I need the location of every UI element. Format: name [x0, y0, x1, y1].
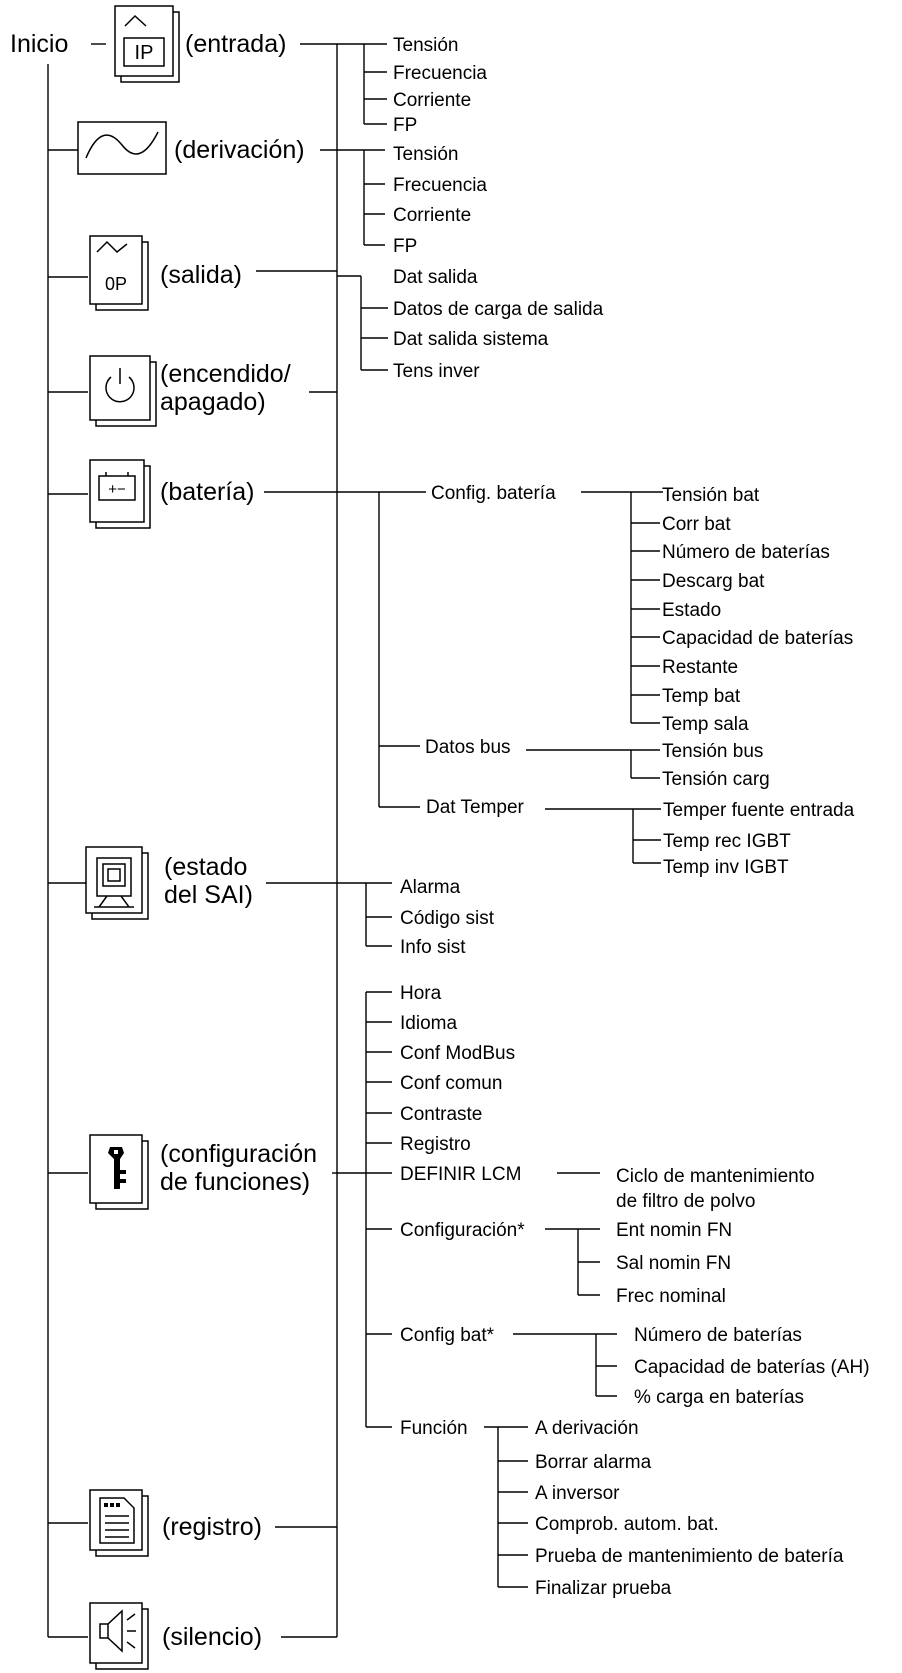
menu-item-a-inversor[interactable]: A inversor: [535, 1483, 620, 1504]
menu-item-entrada-fp[interactable]: FP: [393, 115, 417, 136]
menu-item-temper-fuente[interactable]: Temper fuente entrada: [663, 800, 855, 821]
menu-item-codigo-sist[interactable]: Código sist: [400, 908, 495, 929]
menu-item-restante[interactable]: Restante: [662, 657, 738, 678]
menu-item-tension-carg[interactable]: Tensión carg: [662, 769, 770, 790]
category-entrada[interactable]: (entrada): [185, 30, 286, 58]
menu-item-derivacion-corriente[interactable]: Corriente: [393, 205, 471, 226]
menu-item-temp-inv-igbt[interactable]: Temp inv IGBT: [663, 857, 789, 878]
menu-item-conf-comun[interactable]: Conf comun: [400, 1073, 502, 1094]
input-power-icon: IP: [114, 5, 180, 83]
category-derivacion[interactable]: (derivación): [174, 136, 305, 164]
submenu-definir-lcm[interactable]: DEFINIR LCM: [400, 1164, 521, 1185]
menu-item-info-sist[interactable]: Info sist: [400, 937, 466, 958]
category-config-line2[interactable]: de funciones): [160, 1168, 310, 1196]
menu-item-lcm-line2[interactable]: de filtro de polvo: [616, 1191, 755, 1212]
tree-connectors: [47, 43, 663, 1638]
category-registro[interactable]: (registro): [162, 1513, 262, 1541]
menu-item-a-derivacion[interactable]: A derivación: [535, 1418, 639, 1439]
power-icon: [89, 355, 157, 427]
menu-item-borrar-alarma[interactable]: Borrar alarma: [535, 1452, 652, 1473]
menu-item-temp-rec-igbt[interactable]: Temp rec IGBT: [663, 831, 791, 852]
menu-item-capacidad-baterias[interactable]: Capacidad de baterías: [662, 628, 853, 649]
category-bateria[interactable]: (batería): [160, 478, 254, 506]
bypass-sine-icon: [77, 121, 167, 175]
menu-item-derivacion-fp[interactable]: FP: [393, 236, 417, 257]
battery-icon: +−: [89, 459, 151, 529]
submenu-config-bat[interactable]: Config bat*: [400, 1325, 495, 1346]
speaker-mute-icon: [89, 1602, 149, 1670]
category-encendido-line1[interactable]: (encendido/: [160, 360, 291, 388]
menu-item-derivacion-frecuencia[interactable]: Frecuencia: [393, 175, 487, 196]
log-document-icon: [89, 1489, 149, 1557]
menu-item-salida-datos-carga[interactable]: Datos de carga de salida: [393, 299, 604, 320]
category-salida[interactable]: (salida): [160, 261, 242, 289]
menu-item-idioma[interactable]: Idioma: [400, 1013, 457, 1034]
menu-item-salida-sistema[interactable]: Dat salida sistema: [393, 329, 549, 350]
menu-item-comprob-autom-bat[interactable]: Comprob. autom. bat.: [535, 1514, 719, 1535]
menu-item-temp-bat[interactable]: Temp bat: [662, 686, 741, 707]
menu-item-numero-baterias[interactable]: Número de baterías: [662, 542, 830, 563]
menu-item-entrada-tension[interactable]: Tensión: [393, 35, 459, 56]
menu-item-salida-tens-inver[interactable]: Tens inver: [393, 361, 480, 382]
output-icon-label: 0P: [105, 274, 127, 294]
menu-item-conf-modbus[interactable]: Conf ModBus: [400, 1043, 515, 1064]
menu-item-salida-dat-salida[interactable]: Dat salida: [393, 267, 478, 288]
menu-item-ent-nomin-fn[interactable]: Ent nomin FN: [616, 1220, 732, 1241]
menu-item-sal-nomin-fn[interactable]: Sal nomin FN: [616, 1253, 731, 1274]
menu-item-entrada-corriente[interactable]: Corriente: [393, 90, 471, 111]
menu-item-temp-sala[interactable]: Temp sala: [662, 714, 749, 735]
root-label: Inicio: [10, 30, 68, 58]
menu-item-entrada-frecuencia[interactable]: Frecuencia: [393, 63, 487, 84]
submenu-config-bateria[interactable]: Config. batería: [431, 483, 556, 504]
menu-item-registro[interactable]: Registro: [400, 1134, 471, 1155]
menu-item-estado[interactable]: Estado: [662, 600, 721, 621]
submenu-dat-temper[interactable]: Dat Temper: [426, 797, 525, 818]
menu-item-descarg-bat[interactable]: Descarg bat: [662, 571, 765, 592]
ups-status-icon: [85, 846, 149, 920]
menu-item-contraste[interactable]: Contraste: [400, 1104, 482, 1125]
menu-item-finalizar-prueba[interactable]: Finalizar prueba: [535, 1578, 672, 1599]
submenu-datos-bus[interactable]: Datos bus: [425, 737, 511, 758]
menu-item-cfg-carga-baterias[interactable]: % carga en baterías: [634, 1387, 804, 1408]
output-power-icon: 0P: [89, 235, 149, 311]
submenu-funcion[interactable]: Función: [400, 1418, 468, 1439]
menu-item-corr-bat[interactable]: Corr bat: [662, 514, 731, 535]
category-estado-line1[interactable]: (estado: [164, 853, 247, 881]
menu-item-hora[interactable]: Hora: [400, 983, 442, 1004]
menu-item-cfg-numero-baterias[interactable]: Número de baterías: [634, 1325, 802, 1346]
category-estado-line2[interactable]: del SAI): [164, 881, 253, 909]
menu-item-tension-bat[interactable]: Tensión bat: [662, 485, 760, 506]
menu-item-alarma[interactable]: Alarma: [400, 877, 461, 898]
category-config-line1[interactable]: (configuración: [160, 1140, 317, 1168]
input-icon-label: IP: [135, 42, 154, 64]
submenu-configuracion[interactable]: Configuración*: [400, 1220, 525, 1241]
menu-item-tension-bus[interactable]: Tensión bus: [662, 741, 763, 762]
battery-icon-label: +−: [108, 481, 126, 498]
menu-item-derivacion-tension[interactable]: Tensión: [393, 144, 459, 165]
menu-item-prueba-mantenimiento[interactable]: Prueba de mantenimiento de batería: [535, 1546, 844, 1567]
category-silencio[interactable]: (silencio): [162, 1623, 262, 1651]
menu-item-cfg-capacidad-ah[interactable]: Capacidad de baterías (AH): [634, 1357, 870, 1378]
key-icon: [89, 1134, 149, 1210]
menu-item-frec-nominal[interactable]: Frec nominal: [616, 1286, 726, 1307]
menu-item-lcm-line1[interactable]: Ciclo de mantenimiento: [616, 1166, 815, 1187]
category-encendido-line2[interactable]: apagado): [160, 388, 266, 416]
